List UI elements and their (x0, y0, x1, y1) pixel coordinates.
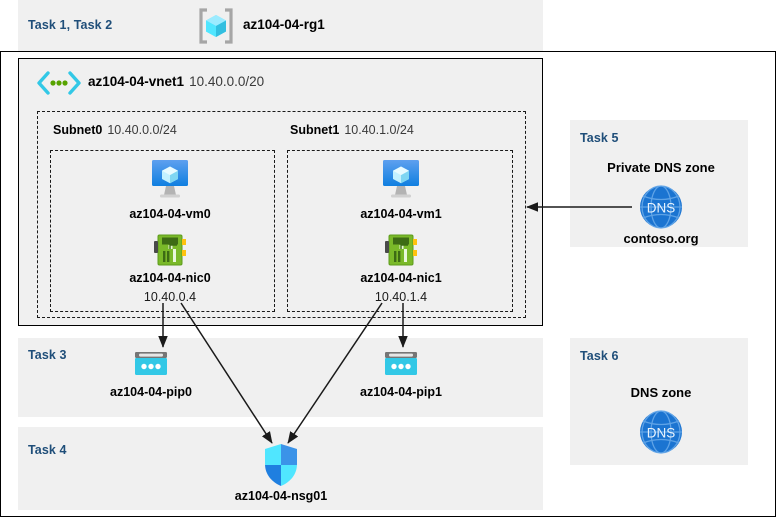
nic1-ip: 10.40.1.4 (374, 290, 428, 304)
dns-icon-text: DNS (647, 201, 676, 216)
network-security-group-icon (261, 442, 301, 488)
nic0-label: az104-04-nic0 (129, 271, 211, 285)
virtual-machine-icon (376, 157, 426, 201)
pip1-label: az104-04-pip1 (360, 385, 442, 399)
nsg-label: az104-04-nsg01 (234, 489, 328, 503)
virtual-machine-icon (145, 157, 195, 201)
virtual-network-icon (36, 70, 82, 96)
vnet-container (18, 58, 543, 326)
task6-label: Task 6 (580, 349, 619, 363)
vm0-label: az104-04-vm0 (129, 207, 211, 221)
private-dns-zone-domain: contoso.org (623, 231, 699, 246)
nic1-label: az104-04-nic1 (360, 271, 442, 285)
dns-zone-title: DNS zone (630, 385, 692, 400)
subnet0-cidr: 10.40.0.0/24 (107, 123, 177, 137)
task4-label: Task 4 (28, 443, 67, 457)
network-interface-icon (151, 232, 191, 270)
resource-group-name: az104-04-rg1 (243, 17, 325, 32)
task3-panel (18, 338, 543, 417)
subnet1-cidr: 10.40.1.0/24 (344, 123, 414, 137)
resource-group-icon (196, 6, 236, 46)
task3-label: Task 3 (28, 348, 67, 362)
dns-icon-text: DNS (647, 426, 676, 441)
resource-group-header-panel (18, 0, 543, 51)
public-ip-address-icon (132, 350, 170, 380)
dns-zone-icon: DNS (633, 183, 689, 231)
subnet1-box (287, 150, 513, 312)
vnet-cidr: 10.40.0.0/20 (189, 74, 265, 89)
pip0-label: az104-04-pip0 (110, 385, 192, 399)
task1-task2-label: Task 1, Task 2 (28, 18, 113, 32)
public-ip-address-icon (382, 350, 420, 380)
private-dns-zone-title: Private DNS zone (607, 160, 715, 175)
subnets-group-box (37, 111, 526, 318)
vm1-label: az104-04-vm1 (360, 207, 442, 221)
dns-zone-icon: DNS (633, 408, 689, 456)
nic0-ip: 10.40.0.4 (143, 290, 197, 304)
network-interface-icon (382, 232, 422, 270)
task5-label: Task 5 (580, 131, 619, 145)
